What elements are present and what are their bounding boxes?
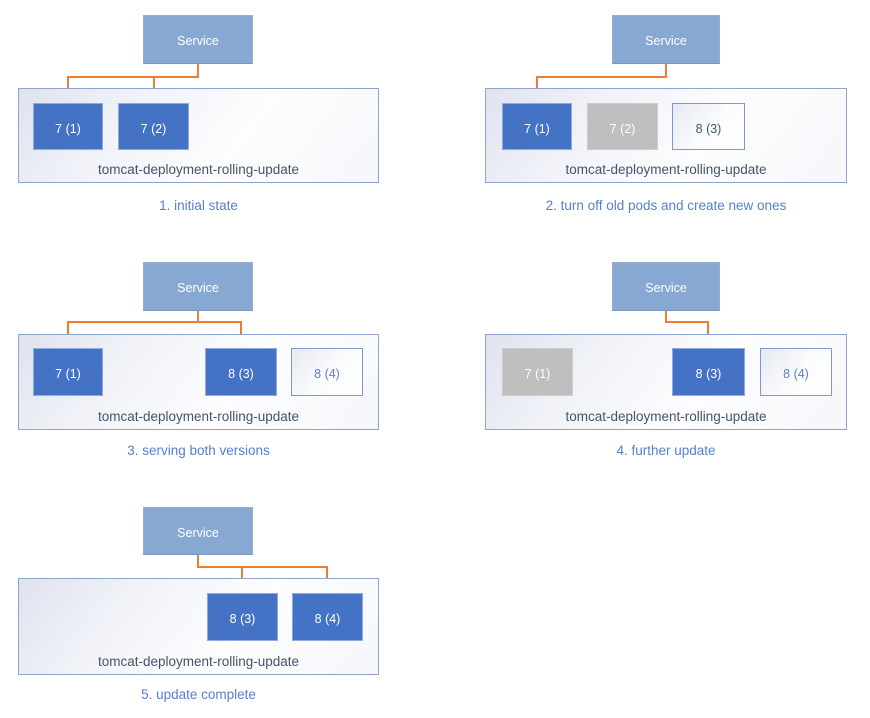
deployment-label: tomcat-deployment-rolling-update (97, 654, 300, 669)
pod-8-4: 8 (4) (760, 348, 832, 396)
pod-8-3: 8 (3) (672, 348, 745, 396)
pod-8-3: 8 (3) (207, 593, 278, 641)
pod-label: 8 (4) (314, 367, 340, 381)
service-box: Service (612, 262, 720, 311)
pod-7-2: 7 (2) (587, 103, 658, 150)
pod-label: 7 (1) (524, 121, 550, 136)
service-box: Service (612, 15, 720, 64)
pod-label: 8 (4) (314, 612, 341, 626)
service-box: Service (143, 15, 253, 64)
service-box: Service (143, 262, 253, 311)
pod-8-4: 8 (4) (292, 593, 363, 641)
service-label: Service (177, 525, 219, 540)
deployment-label: tomcat-deployment-rolling-update (97, 409, 300, 424)
deployment-box: tomcat-deployment-rolling-update (18, 88, 379, 183)
pod-8-3: 8 (3) (672, 103, 745, 150)
pod-7-1: 7 (1) (502, 103, 572, 150)
pod-7-2: 7 (2) (118, 103, 189, 150)
pod-label: 7 (1) (55, 367, 81, 381)
pod-label: 8 (3) (229, 612, 256, 626)
panel-caption: 3. serving both versions (127, 443, 270, 458)
pod-label: 7 (2) (140, 121, 167, 136)
pod-8-4: 8 (4) (291, 348, 363, 396)
service-label: Service (177, 281, 219, 295)
deployment-label: tomcat-deployment-rolling-update (565, 409, 767, 424)
pod-label: 7 (1) (55, 121, 81, 136)
panel-caption: 1. initial state (159, 198, 238, 213)
deployment-label: tomcat-deployment-rolling-update (565, 162, 767, 177)
service-label: Service (645, 34, 687, 48)
pod-7-1: 7 (1) (33, 348, 103, 396)
service-label: Service (177, 34, 219, 48)
pod-label: 7 (2) (609, 121, 636, 136)
pod-7-1: 7 (1) (502, 348, 573, 396)
pod-7-1: 7 (1) (33, 103, 103, 150)
pod-label: 8 (3) (695, 367, 722, 381)
service-label: Service (645, 281, 687, 295)
pod-label: 8 (4) (783, 367, 809, 381)
pod-label: 8 (3) (695, 121, 722, 136)
pod-label: 7 (1) (524, 367, 551, 381)
pod-label: 8 (3) (228, 367, 254, 381)
panel-caption: 2. turn off old pods and create new ones (545, 198, 787, 213)
panel-caption: 5. update complete (141, 687, 256, 702)
service-box: Service (143, 507, 253, 555)
panel-caption: 4. further update (616, 443, 716, 458)
deployment-label: tomcat-deployment-rolling-update (97, 162, 300, 177)
pod-8-3: 8 (3) (205, 348, 277, 396)
